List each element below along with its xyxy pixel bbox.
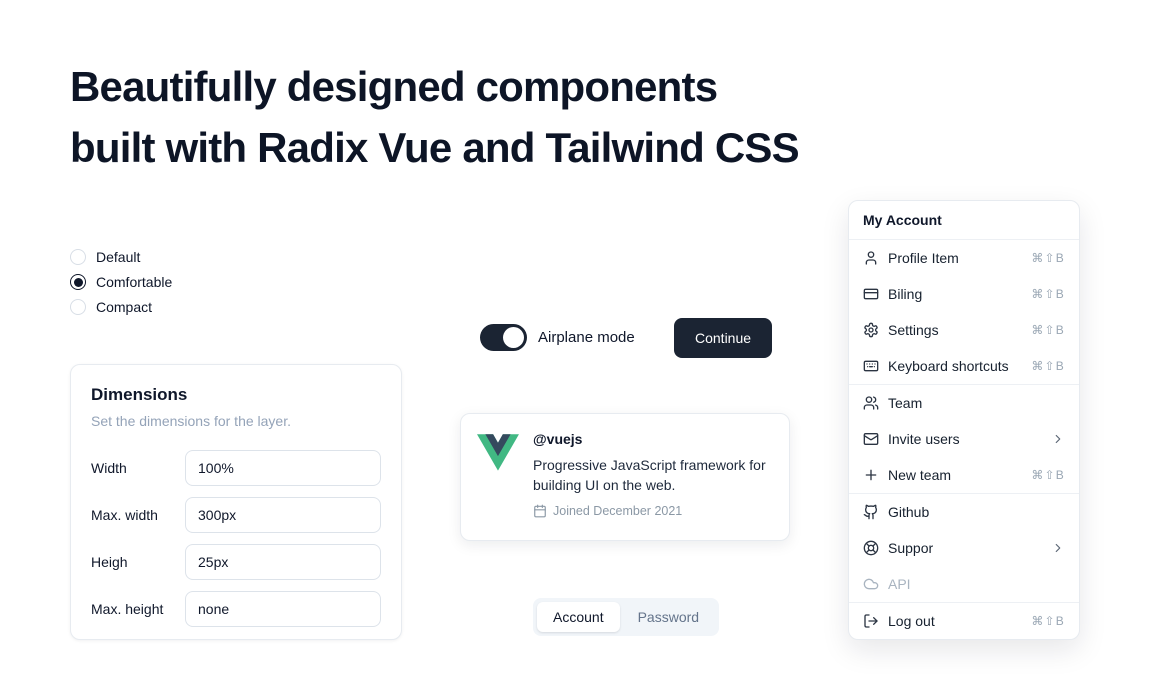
vue-handle: @vuejs xyxy=(533,431,583,447)
radio-indicator xyxy=(70,299,86,315)
credit-card-icon xyxy=(863,286,879,302)
menu-title: My Account xyxy=(863,212,942,228)
radio-option-comfortable[interactable]: Comfortable xyxy=(70,274,172,290)
menu-item-label: Suppor xyxy=(888,540,934,556)
menu-item-label: Team xyxy=(888,395,923,411)
radio-label: Default xyxy=(96,249,141,265)
keyboard-icon xyxy=(863,358,879,374)
airplane-mode-toggle[interactable] xyxy=(480,324,527,351)
joined-row: Joined December 2021 xyxy=(533,504,773,518)
height-input[interactable] xyxy=(185,544,381,580)
radio-label: Compact xyxy=(96,299,153,315)
menu-separator xyxy=(849,239,1079,240)
dimensions-title: Dimensions xyxy=(91,385,188,404)
menu-group-profile: Profile Item ⌘⇧B Biling ⌘⇧B Settings ⌘⇧B… xyxy=(849,240,1079,384)
radio-option-compact[interactable]: Compact xyxy=(70,299,172,315)
dimensions-card: Dimensions Set the dimensions for the la… xyxy=(70,364,402,640)
log-out-icon xyxy=(863,613,879,629)
menu-shortcut: ⌘⇧B xyxy=(1031,468,1065,482)
joined-label: Joined December 2021 xyxy=(553,504,683,518)
chevron-right-icon xyxy=(1051,432,1065,446)
plus-icon xyxy=(863,467,879,483)
menu-item-github[interactable]: Github xyxy=(849,494,1079,530)
chevron-right-icon xyxy=(1051,541,1065,555)
life-buoy-icon xyxy=(863,540,879,556)
page-title-line2: built with Radix Vue and Tailwind CSS xyxy=(70,124,800,171)
radio-option-default[interactable]: Default xyxy=(70,249,172,265)
menu-item-label: Log out xyxy=(888,613,935,629)
density-radio-group: Default Comfortable Compact xyxy=(70,249,172,315)
calendar-icon xyxy=(534,504,546,518)
menu-item-log-out[interactable]: Log out ⌘⇧B xyxy=(849,603,1079,639)
menu-group-support: Github Suppor API xyxy=(849,494,1079,602)
account-tabs: Account Password xyxy=(533,598,720,636)
field-row-height: Heigh xyxy=(91,544,381,580)
menu-item-new-team[interactable]: New team ⌘⇧B xyxy=(849,457,1079,493)
dimensions-subtitle: Set the dimensions for the layer. xyxy=(91,413,291,429)
menu-item-label: Keyboard shortcuts xyxy=(888,358,1009,374)
menu-item-api: API xyxy=(849,566,1079,602)
menu-item-keyboard-shortcuts[interactable]: Keyboard shortcuts ⌘⇧B xyxy=(849,348,1079,384)
menu-group-team: Team Invite users New team ⌘⇧B xyxy=(849,385,1079,493)
page-title: Beautifully designed components built wit… xyxy=(70,56,800,178)
field-row-width: Width xyxy=(91,450,381,486)
mail-icon xyxy=(863,431,879,447)
menu-item-invite-users[interactable]: Invite users xyxy=(849,421,1079,457)
users-icon xyxy=(863,395,879,411)
tab-account[interactable]: Account xyxy=(537,602,620,632)
continue-button[interactable]: Continue xyxy=(674,318,773,358)
field-label: Heigh xyxy=(91,554,128,570)
menu-separator xyxy=(849,384,1079,385)
menu-item-label: Invite users xyxy=(888,431,960,447)
field-row-max-width: Max. width xyxy=(91,497,381,533)
vue-hover-card: @vuejs Progressive JavaScript framework … xyxy=(460,413,790,541)
tab-password[interactable]: Password xyxy=(637,609,700,625)
menu-separator xyxy=(849,493,1079,494)
menu-item-label: Biling xyxy=(888,286,923,302)
user-icon xyxy=(863,250,879,266)
field-row-max-height: Max. height xyxy=(91,591,381,627)
menu-shortcut: ⌘⇧B xyxy=(1031,359,1065,373)
menu-item-label: Github xyxy=(888,504,930,520)
github-icon xyxy=(863,504,879,520)
menu-group-logout: Log out ⌘⇧B xyxy=(849,603,1079,639)
airplane-mode-label: Airplane mode xyxy=(538,329,635,346)
radio-indicator-selected xyxy=(70,274,86,290)
menu-shortcut: ⌘⇧B xyxy=(1031,614,1065,628)
menu-shortcut: ⌘⇧B xyxy=(1031,323,1065,337)
account-menu: My Account Profile Item ⌘⇧B Biling ⌘⇧B S… xyxy=(848,200,1080,640)
width-input[interactable] xyxy=(185,450,381,486)
page-title-line1: Beautifully designed components xyxy=(70,63,718,110)
max-width-input[interactable] xyxy=(185,497,381,533)
radio-indicator xyxy=(70,249,86,265)
menu-item-label: New team xyxy=(888,467,952,483)
toggle-knob xyxy=(503,327,524,348)
airplane-mode-row: Airplane mode xyxy=(480,324,635,351)
menu-item-label: API xyxy=(888,576,911,592)
cloud-icon xyxy=(863,576,879,592)
field-label: Width xyxy=(91,460,127,476)
menu-item-settings[interactable]: Settings ⌘⇧B xyxy=(849,312,1079,348)
menu-shortcut: ⌘⇧B xyxy=(1031,251,1065,265)
menu-item-support[interactable]: Suppor xyxy=(849,530,1079,566)
menu-item-label: Settings xyxy=(888,322,939,338)
radio-label: Comfortable xyxy=(96,274,173,290)
menu-item-profile[interactable]: Profile Item ⌘⇧B xyxy=(849,240,1079,276)
gear-icon xyxy=(863,322,879,338)
menu-item-billing[interactable]: Biling ⌘⇧B xyxy=(849,276,1079,312)
field-label: Max. width xyxy=(91,507,158,523)
max-height-input[interactable] xyxy=(185,591,381,627)
dimensions-fields: Width Max. width Heigh Max. height xyxy=(91,450,381,627)
menu-shortcut: ⌘⇧B xyxy=(1031,287,1065,301)
vue-description: Progressive JavaScript framework for bui… xyxy=(533,457,766,493)
hover-card-content: @vuejs Progressive JavaScript framework … xyxy=(533,431,773,523)
field-label: Max. height xyxy=(91,601,164,617)
vue-logo-icon xyxy=(477,434,519,471)
menu-item-label: Profile Item xyxy=(888,250,959,266)
menu-item-team[interactable]: Team xyxy=(849,385,1079,421)
menu-separator xyxy=(849,602,1079,603)
